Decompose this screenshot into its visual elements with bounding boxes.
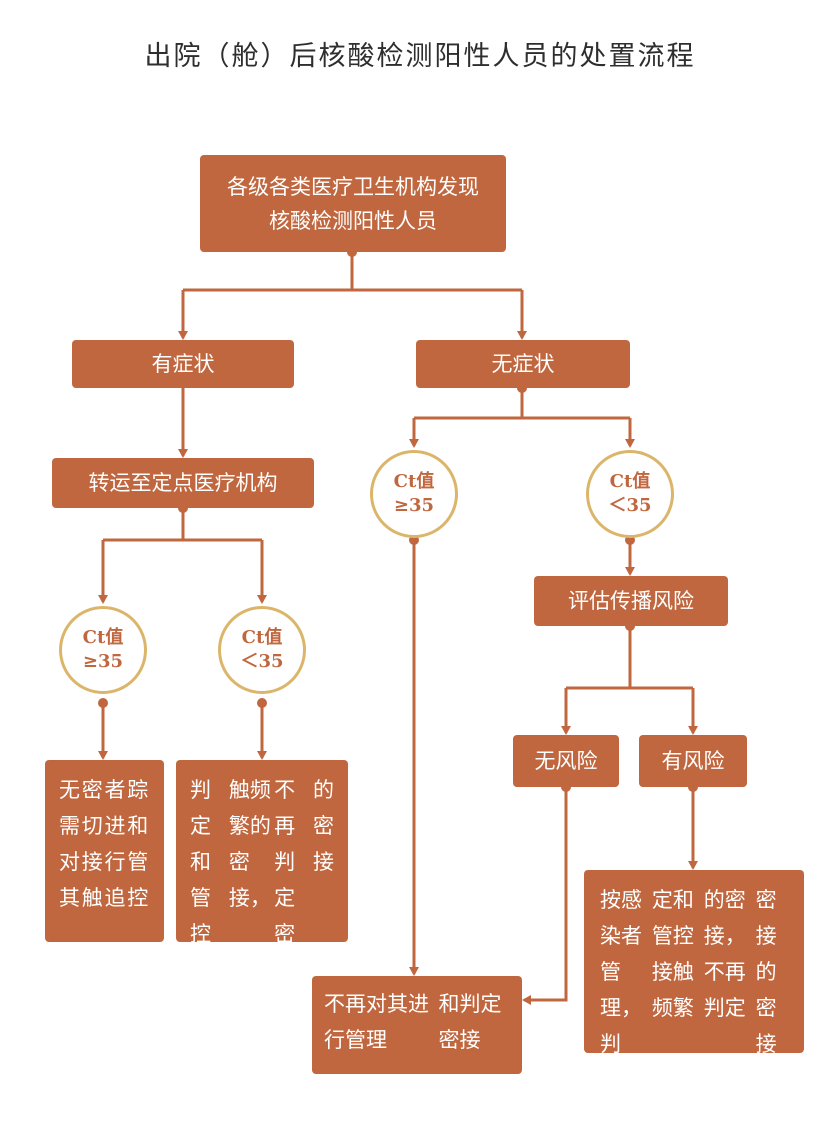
- ct-lt35-circle-left: Ct值 ＜35: [218, 606, 306, 694]
- root-node: 各级各类医疗卫生机构发现 核酸检测阳性人员: [200, 155, 506, 252]
- has-risk-node: 有风险: [639, 735, 747, 787]
- result-line: 密接的密接: [755, 888, 777, 1056]
- root-line-1: 各级各类医疗卫生机构发现: [227, 174, 479, 199]
- ct-label: Ct值: [241, 627, 283, 648]
- ct-threshold: ≥35: [82, 651, 124, 672]
- symptomatic-node: 有症状: [72, 340, 294, 388]
- transfer-node: 转运至定点医疗机构: [52, 458, 314, 508]
- result-line: 的密接，不再判定: [703, 888, 746, 1020]
- left-lt35-result: 判定和管控接 触频繁的密接， 不再判定密接 的密接: [176, 760, 348, 982]
- no-risk-node: 无风险: [513, 735, 619, 787]
- result-line: 触频繁的密接，: [228, 778, 271, 910]
- result-line: 判定和管控接: [190, 778, 211, 982]
- ct-threshold: ＜35: [240, 651, 284, 672]
- ct-threshold: ＜35: [608, 495, 652, 516]
- root-line-2: 核酸检测阳性人员: [269, 208, 437, 233]
- result-line: 无需对其: [59, 778, 80, 910]
- result-line: 踪和管控: [127, 778, 149, 910]
- ct-ge35-circle-left: Ct值 ≥35: [59, 606, 147, 694]
- result-line: 的密接: [313, 778, 334, 874]
- ct-label: Ct值: [82, 627, 124, 648]
- result-line: 定和管控接触频繁: [651, 888, 694, 1020]
- no-manage-result: 不再对其进行管理 和判定密接: [312, 976, 522, 1074]
- assess-risk-node: 评估传播风险: [534, 576, 728, 626]
- result-line: 按感染者管理，判: [600, 888, 642, 1056]
- ct-ge35-circle-right: Ct值 ≥35: [370, 450, 458, 538]
- result-line: 不再对其进行管理: [324, 992, 429, 1052]
- left-ge35-result: 无需对其 密切接触 者进行追 踪和管控: [45, 760, 164, 942]
- result-line: 不再判定密接: [274, 778, 296, 982]
- ct-label: Ct值: [393, 471, 435, 492]
- result-line: 者进行追: [104, 778, 126, 910]
- result-line: 密切接触: [81, 778, 103, 910]
- ct-label: Ct值: [609, 471, 651, 492]
- ct-threshold: ≥35: [393, 495, 435, 516]
- ct-lt35-circle-right: Ct值 ＜35: [586, 450, 674, 538]
- result-line: 和判定密接: [438, 992, 502, 1052]
- risk-result: 按感染者管理，判 定和管控接触频繁 的密接，不再判定 密接的密接: [584, 870, 804, 1056]
- page-title: 出院（舱）后核酸检测阳性人员的处置流程: [144, 41, 696, 72]
- asymptomatic-node: 无症状: [416, 340, 630, 388]
